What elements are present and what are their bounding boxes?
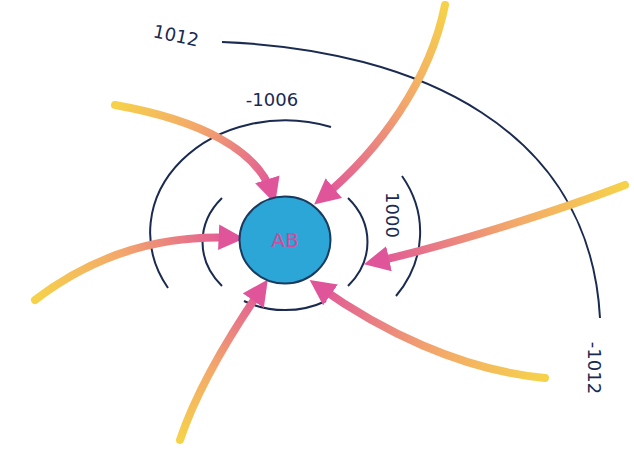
center-label: AB [271, 230, 298, 250]
isobar-value: -1006 [246, 91, 298, 109]
isobar-line [222, 42, 600, 318]
wind-arrow [35, 238, 234, 300]
isobar-line [150, 120, 331, 288]
wind-arrow [115, 105, 272, 194]
isobar-value: 1000 [383, 192, 401, 238]
isobar-line [203, 198, 222, 286]
isobar-value: -1012 [585, 342, 603, 394]
isobar-value: 1012 [152, 22, 201, 49]
isobar-line [348, 198, 367, 286]
low-pressure-center: AB [238, 195, 332, 285]
wind-arrow [318, 286, 545, 378]
wind-arrow [374, 185, 625, 262]
wind-arrow [180, 288, 262, 440]
wind-arrow [322, 5, 445, 198]
